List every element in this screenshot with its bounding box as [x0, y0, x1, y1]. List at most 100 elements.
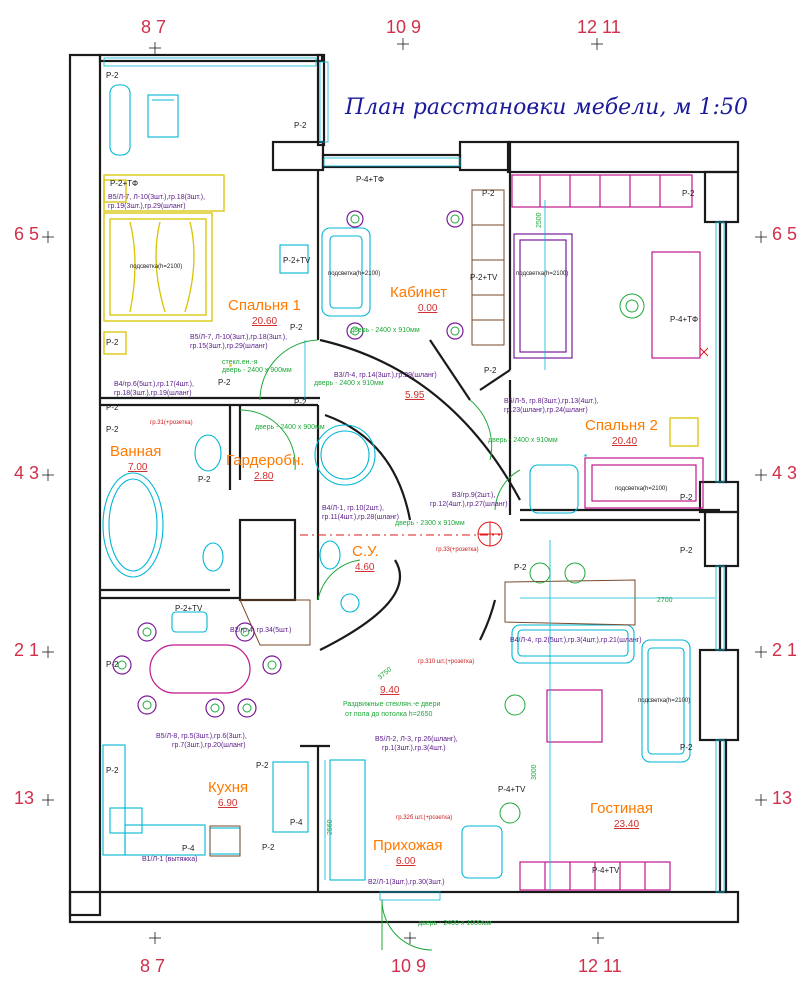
axis-left-3: 2 1 [14, 640, 39, 660]
backlight-note: подсветка(h=2100) [638, 698, 690, 704]
elec-note: гр.15(3шт.),гр.29(шланг) [190, 343, 268, 350]
room-wardrobe-name: Гардеробн. [226, 452, 304, 469]
power-label: P-2 [514, 563, 527, 572]
backlight-note: подсветка(h=2100) [328, 271, 380, 277]
elec-note: В4/Л-4, гр.2(5шт.),гр.3(4шт.),гр.21(шлан… [510, 637, 642, 644]
power-label: P-4+TФ [356, 175, 384, 184]
elec-note: гр.19(3шт.),гр.29(шланг) [108, 203, 186, 210]
power-label: P-2+TV [283, 256, 311, 265]
room-bedroom1-area: 20.60 [252, 316, 277, 327]
room-wc-area: 4.60 [355, 562, 375, 573]
dimension-text: 2560 [327, 819, 334, 835]
elec-note: В4/гр.6(5шт.),гр.17(4шт.), [114, 381, 194, 388]
elec-note: В5/Л-8, гр.5(3шт.),гр.6(3шт.), [156, 733, 247, 740]
door-notes: дверь - 2400 х 910мм стекл.ен.-я дверь -… [222, 327, 558, 927]
door-note: дверь - 2400 х 910мм [314, 380, 384, 387]
study-furniture [471, 189, 573, 359]
axis-top-1: 8 7 [141, 17, 166, 37]
door-note: дверь - 2300 х 910мм [395, 520, 465, 527]
elec-note: В5/Л-7, Л-10(3шт.),гр.18(3шт.), [108, 194, 205, 201]
red-axis-lines [300, 347, 709, 547]
dimension-text: 2500 [536, 212, 543, 228]
room-wc-name: С.У. [352, 543, 379, 560]
axis-top-3: 12 11 [577, 17, 621, 37]
elec-note: В5/Л-7, Л-10(3шт.),гр.18(3шт.), [190, 334, 287, 341]
elec-note: гр.11(4шт.),гр.28(шланг) [322, 514, 399, 521]
room-hall-area: 9.40 [380, 685, 400, 696]
elec-note: В1/Л-1 (вытяжка) [142, 856, 197, 863]
door-note: от пола до потолка h=2650 [345, 711, 432, 718]
power-label: P-2 [682, 189, 695, 198]
door-note: Раздвижные стеклян.-е двери [343, 701, 440, 708]
electrical-notes: В5/Л-7, Л-10(3шт.),гр.18(3шт.), гр.19(3ш… [108, 194, 642, 886]
door-note: дверь - 2400 х 910мм [488, 437, 558, 444]
door-note: дверь - 2400 х 900мм [222, 367, 292, 374]
axis-left-2: 4 3 [14, 463, 39, 483]
power-label: P-2 [106, 403, 119, 412]
backlight-note: подсветка(h=2100) [615, 486, 667, 492]
axis-right-3: 2 1 [772, 640, 797, 660]
power-label: P-2 [680, 743, 693, 752]
axis-right-4: 13 [772, 788, 792, 808]
dimension-text: 2700 [657, 597, 673, 604]
axis-right-2: 4 3 [772, 463, 797, 483]
door-swings [239, 293, 645, 951]
room-study-area: 0.00 [418, 303, 438, 314]
power-label: P-2 [294, 121, 307, 130]
backlight-note: подсветка(h=2100) [130, 264, 182, 270]
axis-bottom-3: 12 11 [578, 956, 622, 976]
room-kitchen-name: Кухня [208, 779, 248, 796]
axis-top-2: 10 9 [386, 17, 421, 37]
power-label: P-2 [106, 425, 119, 434]
axis-bottom-1: 8 7 [140, 956, 165, 976]
power-label: P-2 [106, 338, 119, 347]
elec-note: гр.12(4шт.),гр.27(шланг) [430, 501, 508, 508]
power-label: P-2 [680, 493, 693, 502]
room-living-name: Гостиная [590, 800, 653, 817]
elec-note: гр.1(3шт.),гр.3(4шт.) [382, 745, 446, 752]
backlight-note: подсветка(h=2100) [516, 271, 568, 277]
room-bedroom2-name: Спальня 2 [585, 417, 658, 434]
room-wardrobe-area: 2.80 [254, 471, 274, 482]
power-label: P-2 [484, 366, 497, 375]
door-note: стекл.ен.-я [222, 359, 258, 366]
dimension-text: 3750 [377, 666, 394, 681]
elec-note: В4/Л-1, гр.10(2шт.), [322, 505, 384, 512]
power-label: P-4 [182, 844, 195, 853]
windows [103, 57, 725, 901]
ceiling-lamps [112, 210, 464, 718]
power-label: P-2+TV [470, 273, 498, 282]
room-bathroom-area: 7.00 [128, 462, 148, 473]
dimension-lines [304, 200, 715, 890]
socket-note: гр.33(+розетка) [436, 547, 479, 553]
door-note: дверь - 2400 х 900мм [255, 424, 325, 431]
socket-note: гр.31(+розетка) [150, 420, 193, 426]
power-label: P-4+TV [592, 866, 620, 875]
power-label: P-4+TФ [670, 315, 698, 324]
cyan-furniture [102, 84, 691, 881]
elec-note: В5/Л-2, Л-3, гр.26(шланг), [375, 736, 458, 743]
power-label: P-2 [680, 546, 693, 555]
power-label: P-2 [198, 475, 211, 484]
axis-markers [42, 38, 767, 944]
power-label: P-2 [262, 843, 275, 852]
plan-title: План расстановки мебели, м 1:50 [344, 95, 748, 120]
dimension-text: 3000 [531, 764, 538, 780]
bedroom1-furniture [103, 174, 699, 447]
axis-left-1: 6 5 [14, 224, 39, 244]
door-note: дверь - 2400 х 1000мм [418, 920, 492, 927]
elec-note: гр.7(3шт.),гр.20(шланг) [172, 742, 246, 749]
room-study-name: Кабинет [390, 284, 447, 301]
power-label: P-2 [482, 189, 495, 198]
socket-note: гр.310 шт.(+розетка) [418, 659, 474, 665]
bedroom2-furniture [149, 174, 704, 891]
power-label: P-4 [290, 818, 303, 827]
axis-right-1: 6 5 [772, 224, 797, 244]
room-hallway-name: Прихожая [373, 837, 443, 854]
power-label: P-2 [106, 766, 119, 775]
room-bedroom1-name: Спальня 1 [228, 297, 301, 314]
room-living-area: 23.40 [614, 819, 639, 830]
interior-walls [99, 170, 720, 892]
elec-note: гр.18(3шт.),гр.19(шланг) [114, 390, 192, 397]
